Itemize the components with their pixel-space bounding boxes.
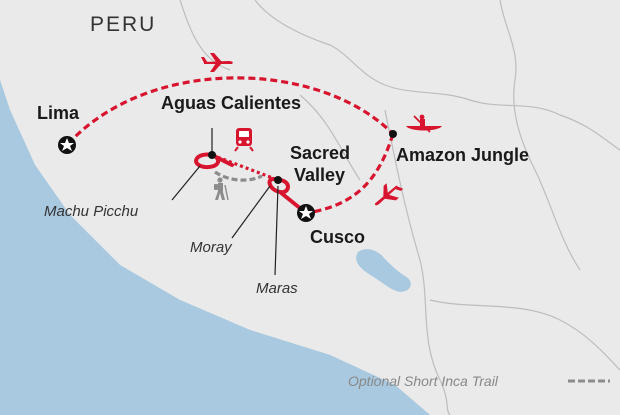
canoe-icon bbox=[406, 114, 442, 133]
star-marker-icon bbox=[58, 136, 76, 154]
hiker-icon bbox=[214, 177, 229, 201]
stop-marker-aguas bbox=[208, 151, 216, 159]
plane-icon bbox=[201, 53, 233, 72]
train-icon bbox=[234, 128, 254, 152]
legend-label: Optional Short Inca Trail bbox=[348, 373, 498, 389]
site-label-moray: Moray bbox=[190, 239, 232, 256]
stop-marker-sacred-valley bbox=[274, 176, 282, 184]
optional-inca-trail bbox=[214, 170, 263, 182]
stop-label-lima: Lima bbox=[37, 103, 80, 123]
stop-label-amazon: Amazon Jungle bbox=[396, 145, 530, 165]
country-label: PERU bbox=[90, 13, 157, 36]
site-label-maras: Maras bbox=[256, 280, 298, 297]
leader-lines bbox=[171, 128, 279, 276]
flight-route-amazon-cusco bbox=[305, 133, 395, 215]
star-marker-icon bbox=[297, 204, 315, 222]
stop-label-sacred-2: Valley bbox=[294, 165, 346, 185]
plane-icon bbox=[374, 183, 404, 206]
stop-label-sacred-1: Sacred bbox=[290, 143, 351, 163]
coast-shade bbox=[0, 80, 430, 415]
site-label-machu-picchu: Machu Picchu bbox=[44, 203, 139, 220]
lake bbox=[356, 249, 411, 292]
flight-route-lima-amazon bbox=[66, 76, 395, 146]
country-borders bbox=[179, 0, 620, 415]
stop-label-cusco: Cusco bbox=[310, 227, 366, 247]
stop-marker-amazon bbox=[389, 130, 397, 138]
stop-label-aguas: Aguas Calientes bbox=[161, 93, 302, 113]
